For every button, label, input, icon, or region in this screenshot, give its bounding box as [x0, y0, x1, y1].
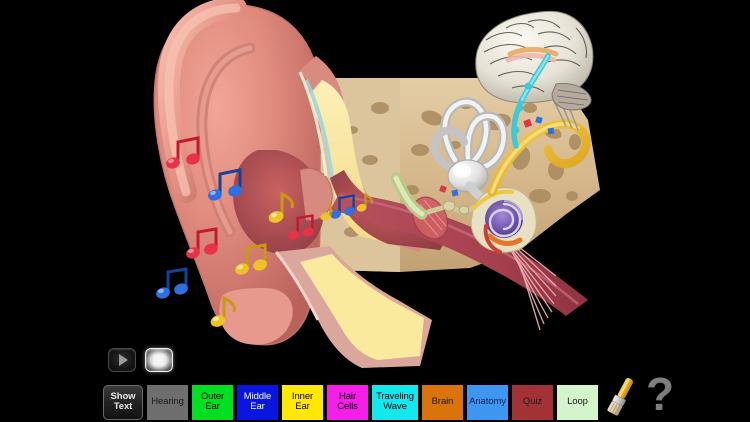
nav-button-label: Middle: [243, 391, 272, 403]
music-note: [287, 214, 314, 240]
nav-button-label: Traveling: [376, 391, 414, 403]
nav-button-loop[interactable]: Loop: [557, 384, 598, 420]
ear-anatomy-illustration[interactable]: [0, 0, 750, 380]
nav-button-quiz[interactable]: Quiz: [512, 384, 553, 420]
music-note: [208, 168, 242, 201]
nav-button-label: Brain: [431, 396, 454, 408]
nav-button-label: Inner: [291, 391, 314, 403]
music-note: [210, 295, 236, 327]
tool-icons: ?: [600, 368, 690, 420]
nav-button-brain[interactable]: Brain: [422, 384, 463, 420]
play-button[interactable]: [108, 348, 136, 372]
help-question-mark-icon[interactable]: ?: [646, 368, 675, 420]
nav-button-label: Hair: [338, 391, 357, 403]
nav-button-label: Ear: [295, 401, 310, 412]
stop-icon: [154, 355, 164, 365]
musical-notes-group: [156, 136, 374, 327]
nav-button-label: Outer: [200, 391, 225, 403]
cochlea: [470, 187, 537, 254]
nav-button-label: Loop: [567, 396, 588, 408]
nav-button-label: Hearing: [151, 396, 184, 408]
paintbrush-icon[interactable]: [602, 376, 642, 418]
music-note: [186, 227, 218, 259]
music-note: [235, 243, 267, 275]
stop-button[interactable]: [145, 348, 173, 372]
playback-controls: [108, 348, 173, 372]
nav-button-label: Show: [110, 391, 136, 403]
nav-button-label: Cells: [337, 401, 358, 412]
nav-button-label: Wave: [383, 401, 407, 412]
nav-button-label: Ear: [205, 401, 220, 412]
music-note: [356, 193, 374, 212]
music-note: [156, 267, 188, 299]
middle-ear-ossicles: [390, 172, 477, 240]
nav-button-label: Text: [113, 401, 133, 412]
nav-button-label: Ear: [250, 401, 265, 412]
nav-button-hearing[interactable]: Hearing: [147, 384, 188, 420]
music-note: [268, 191, 294, 223]
play-icon: [119, 354, 128, 366]
nav-button-label: Anatomy: [469, 396, 506, 408]
music-note: [320, 202, 332, 221]
music-note: [166, 136, 200, 169]
music-note: [330, 194, 356, 219]
lower-tissue: [274, 246, 432, 368]
nav-button-anatomy[interactable]: Anatomy: [467, 384, 508, 420]
nerve-signal-markers: [439, 116, 555, 197]
brain: [475, 10, 594, 149]
nav-button-label: Quiz: [522, 396, 543, 408]
